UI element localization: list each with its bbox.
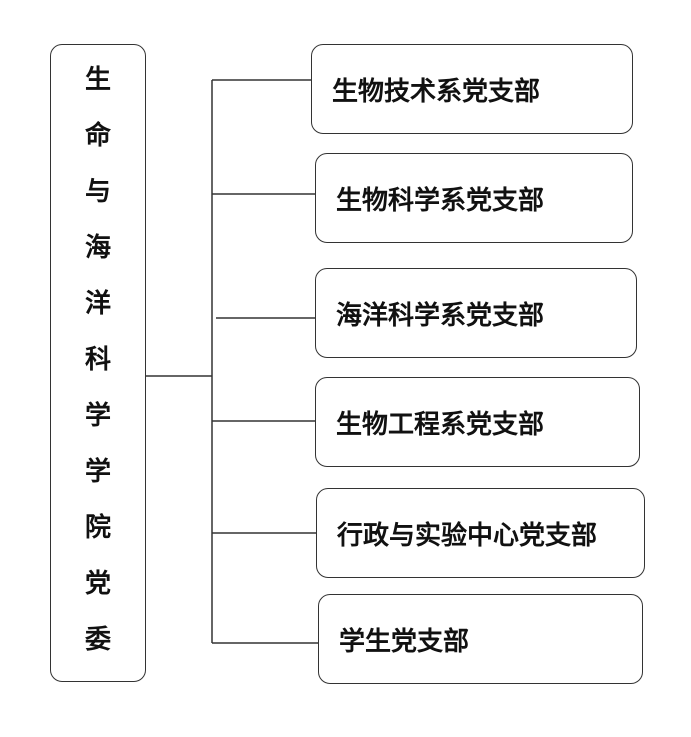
branch-node-admin-lab-center: 行政与实验中心党支部	[316, 488, 645, 578]
root-label-char: 与	[84, 177, 111, 207]
root-label-char: 学	[84, 401, 111, 431]
branch-node-biotech: 生物技术系党支部	[311, 44, 633, 134]
root-label-char: 海	[84, 233, 111, 263]
branch-label: 学生党支部	[339, 626, 470, 657]
root-label-char: 科	[84, 345, 111, 375]
branch-label: 生物科学系党支部	[336, 185, 545, 216]
branch-label: 生物技术系党支部	[332, 76, 541, 107]
branch-node-bioengineering: 生物工程系党支部	[315, 377, 640, 467]
branch-label: 行政与实验中心党支部	[337, 520, 598, 551]
branch-node-bioscience: 生物科学系党支部	[315, 153, 633, 243]
branch-node-marine-science: 海洋科学系党支部	[315, 268, 637, 358]
root-label-char: 生	[84, 65, 111, 95]
root-label-char: 学	[84, 457, 111, 487]
branch-node-students: 学生党支部	[318, 594, 643, 684]
root-label-char: 院	[84, 513, 111, 543]
branch-label: 生物工程系党支部	[336, 409, 545, 440]
root-label-char: 洋	[84, 289, 111, 319]
root-label-char: 党	[84, 569, 111, 599]
branch-label: 海洋科学系党支部	[336, 300, 545, 331]
root-node-party-committee: 生 命 与 海 洋 科 学 学 院 党 委	[50, 44, 146, 682]
root-label-char: 命	[84, 121, 111, 151]
root-label-char: 委	[84, 625, 111, 655]
